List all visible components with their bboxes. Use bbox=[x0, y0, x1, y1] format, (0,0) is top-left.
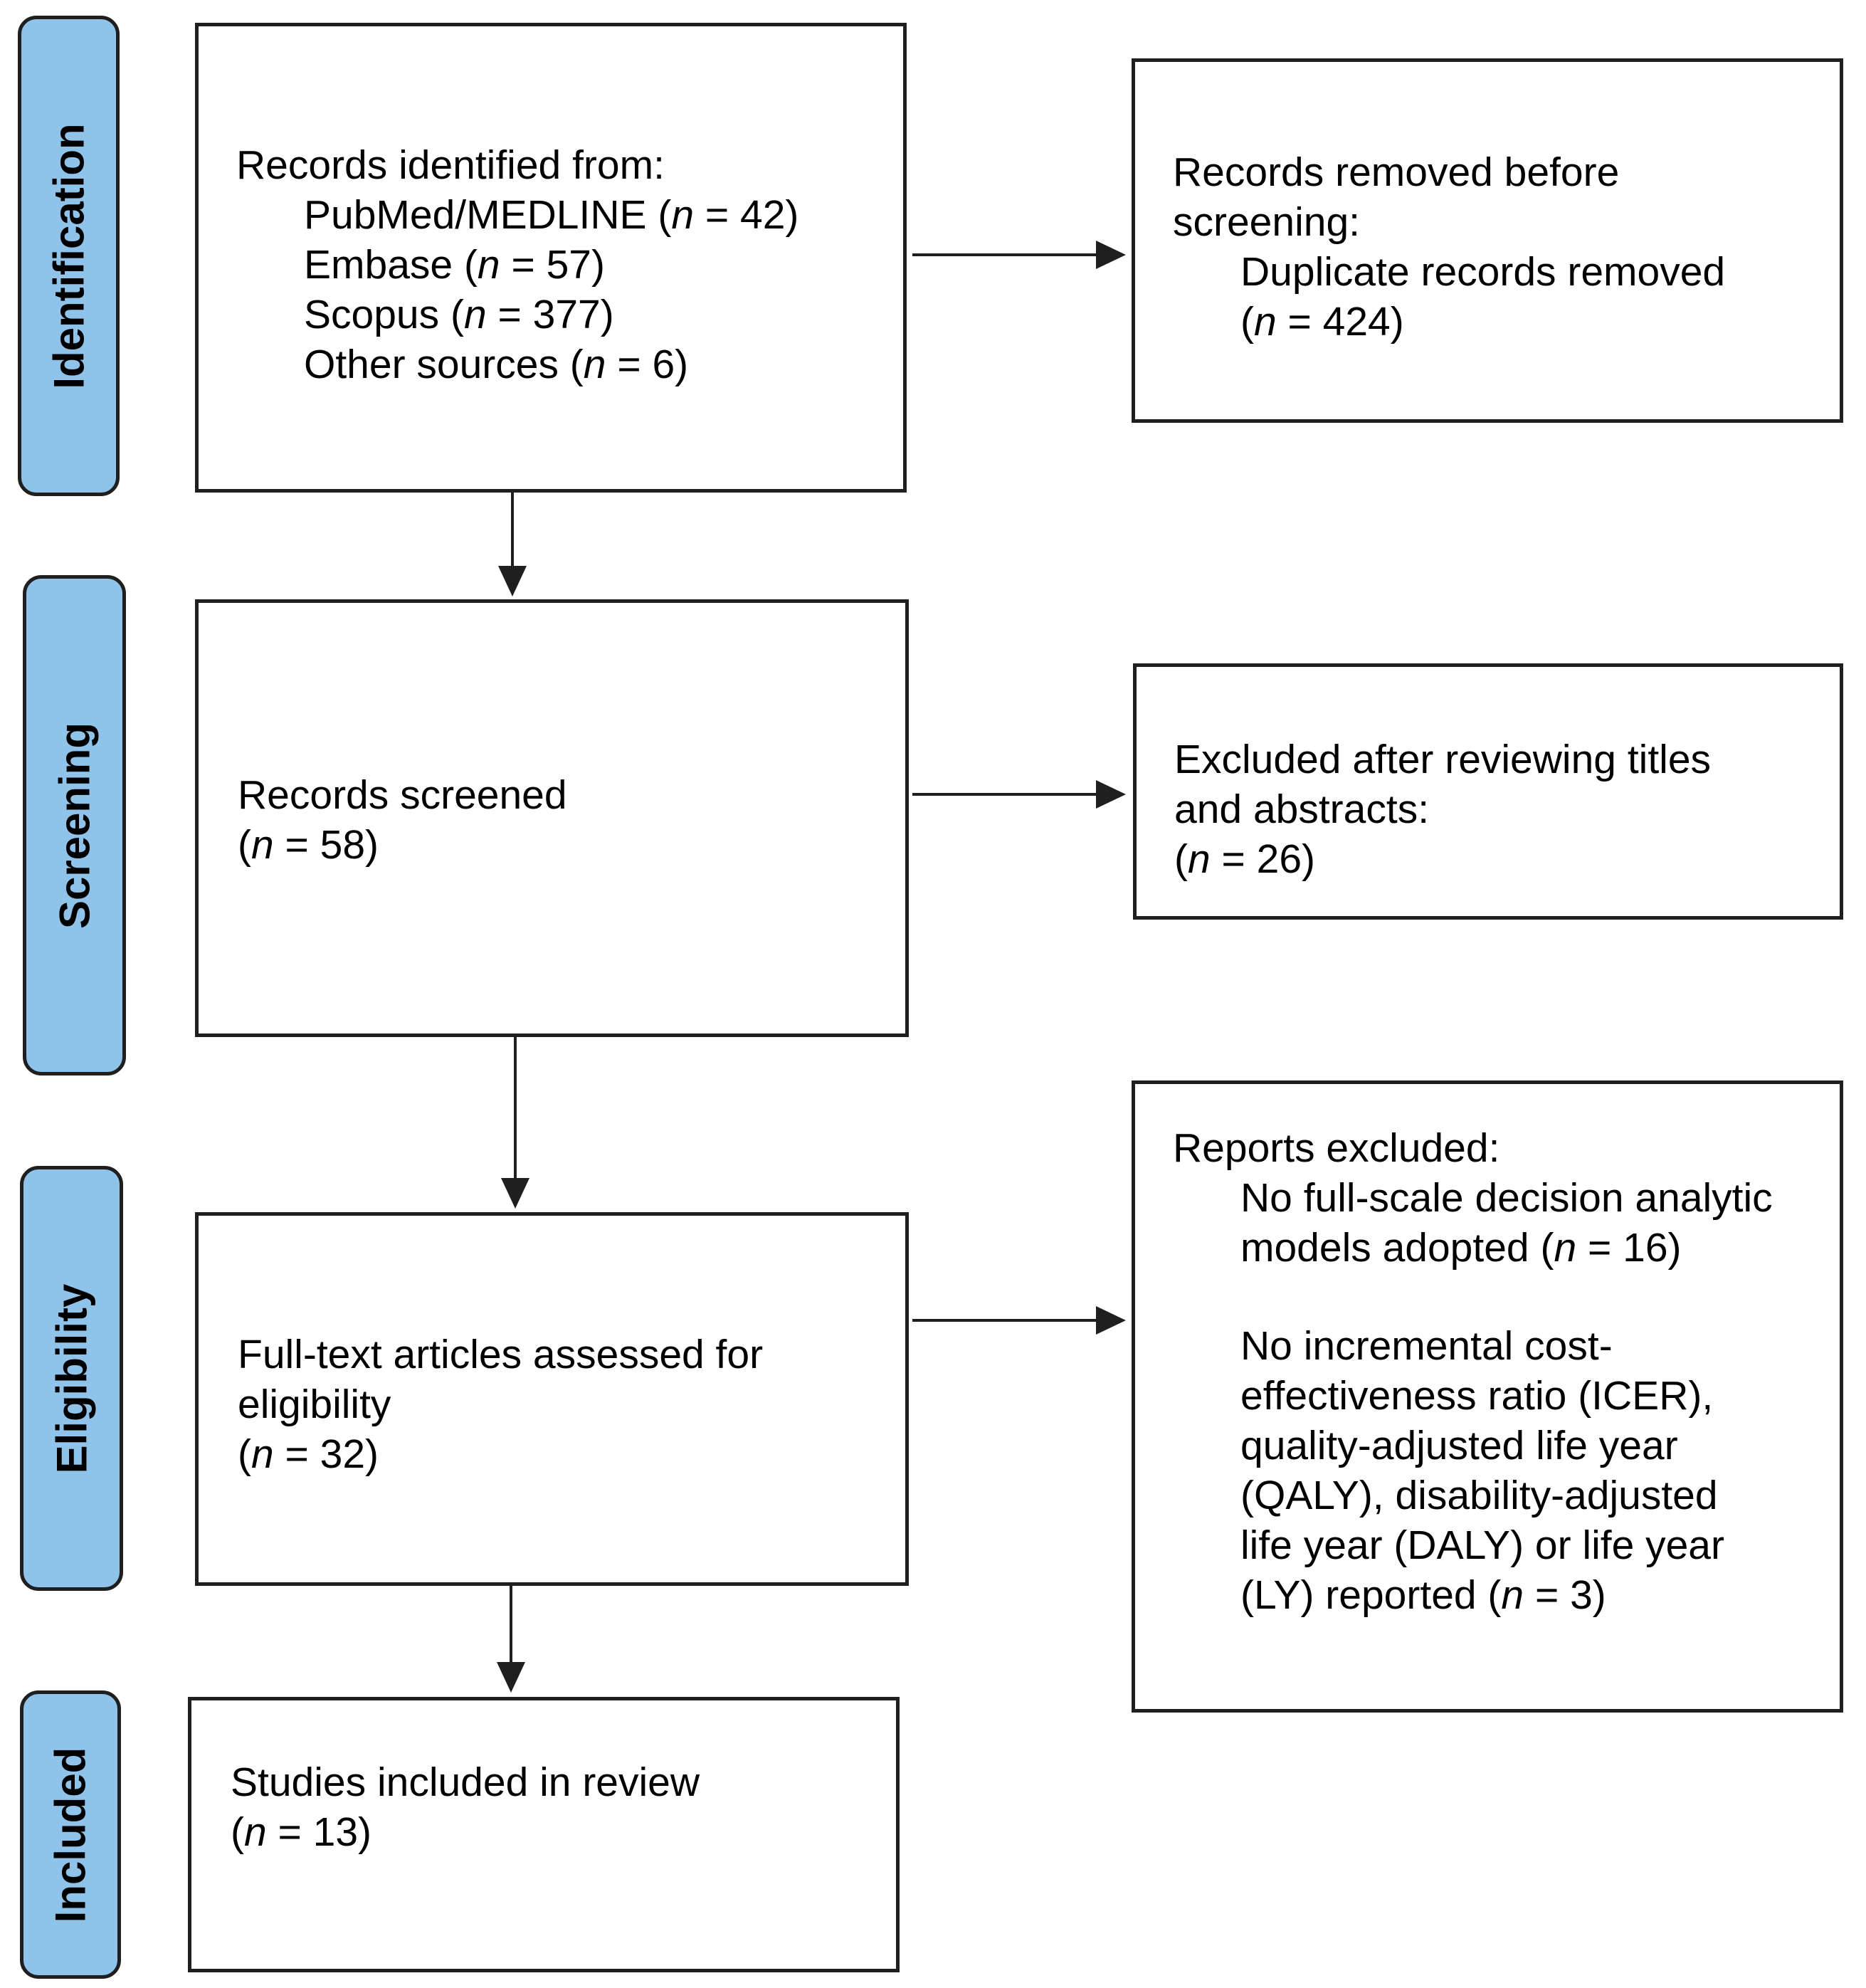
records-identified-box: Records identified from: PubMed/MEDLINE … bbox=[195, 23, 907, 493]
records-screened-count: (n = 58) bbox=[238, 822, 379, 868]
studies-included-label: Studies included in review bbox=[231, 1760, 700, 1805]
phase-eligibility: Eligibility bbox=[20, 1166, 123, 1591]
reason1-line1: No full-scale decision analytic bbox=[1240, 1175, 1773, 1221]
excluded-screening-box: Excluded after reviewing titles and abst… bbox=[1133, 663, 1843, 920]
reason2-line4: (QALY), disability-adjusted bbox=[1240, 1473, 1718, 1518]
fulltext-assessed-line1: Full-text articles assessed for bbox=[238, 1332, 764, 1377]
source-scopus: Scopus (n = 377) bbox=[304, 292, 614, 337]
arrowhead-right-1 bbox=[1096, 241, 1126, 269]
reports-excluded-box: Reports excluded: No full-scale decision… bbox=[1132, 1080, 1843, 1713]
records-screened-text: Records screened (n = 58) bbox=[238, 770, 567, 870]
phase-identification: Identification bbox=[18, 16, 120, 496]
source-pubmed: PubMed/MEDLINE (n = 42) bbox=[304, 192, 799, 238]
arrowhead-right-3 bbox=[1096, 1306, 1126, 1335]
phase-screening: Screening bbox=[23, 575, 126, 1075]
arrowhead-down-3 bbox=[497, 1662, 525, 1693]
studies-included-text: Studies included in review (n = 13) bbox=[231, 1757, 700, 1857]
source-other: Other sources (n = 6) bbox=[304, 342, 689, 387]
reason2-line1: No incremental cost- bbox=[1240, 1323, 1613, 1369]
reason2-line5: life year (DALY) or life year bbox=[1240, 1522, 1724, 1568]
reports-excluded-heading: Reports excluded: bbox=[1173, 1125, 1500, 1171]
records-identified-text: Records identified from: PubMed/MEDLINE … bbox=[236, 140, 798, 389]
duplicate-records-label: Duplicate records removed bbox=[1240, 249, 1726, 295]
duplicate-records-count: (n = 424) bbox=[1240, 299, 1404, 345]
arrowhead-down-2 bbox=[501, 1178, 529, 1209]
reason2-line6: (LY) reported (n = 3) bbox=[1240, 1572, 1606, 1618]
fulltext-assessed-text: Full-text articles assessed for eligibil… bbox=[238, 1330, 763, 1479]
arrowhead-right-2 bbox=[1096, 780, 1126, 809]
reason1-line2: models adopted (n = 16) bbox=[1240, 1225, 1682, 1271]
source-embase: Embase (n = 57) bbox=[304, 242, 605, 288]
excluded-screening-count: (n = 26) bbox=[1174, 836, 1316, 882]
fulltext-assessed-box: Full-text articles assessed for eligibil… bbox=[195, 1212, 909, 1586]
records-removed-text: Records removed before screening: Duplic… bbox=[1173, 147, 1725, 347]
fulltext-assessed-line2: eligibility bbox=[238, 1382, 391, 1427]
records-removed-box: Records removed before screening: Duplic… bbox=[1132, 58, 1843, 423]
excluded-screening-text: Excluded after reviewing titles and abst… bbox=[1174, 735, 1711, 884]
reason2-line2: effectiveness ratio (ICER), bbox=[1240, 1373, 1714, 1419]
reason2-line3: quality-adjusted life year bbox=[1240, 1423, 1678, 1468]
arrowhead-down-1 bbox=[498, 566, 527, 596]
records-screened-label: Records screened bbox=[238, 772, 567, 818]
excluded-screening-line1: Excluded after reviewing titles bbox=[1174, 737, 1712, 782]
reports-excluded-text: Reports excluded: No full-scale decision… bbox=[1173, 1123, 1773, 1620]
records-screened-box: Records screened (n = 58) bbox=[195, 599, 909, 1037]
records-identified-heading: Records identified from: bbox=[236, 142, 665, 188]
records-removed-line2: screening: bbox=[1173, 199, 1360, 245]
studies-included-box: Studies included in review (n = 13) bbox=[188, 1697, 900, 1972]
studies-included-count: (n = 13) bbox=[231, 1809, 372, 1855]
fulltext-assessed-count: (n = 32) bbox=[238, 1431, 379, 1477]
records-removed-line1: Records removed before bbox=[1173, 149, 1620, 195]
excluded-screening-line2: and abstracts: bbox=[1174, 787, 1430, 832]
phase-included: Included bbox=[20, 1690, 121, 1979]
